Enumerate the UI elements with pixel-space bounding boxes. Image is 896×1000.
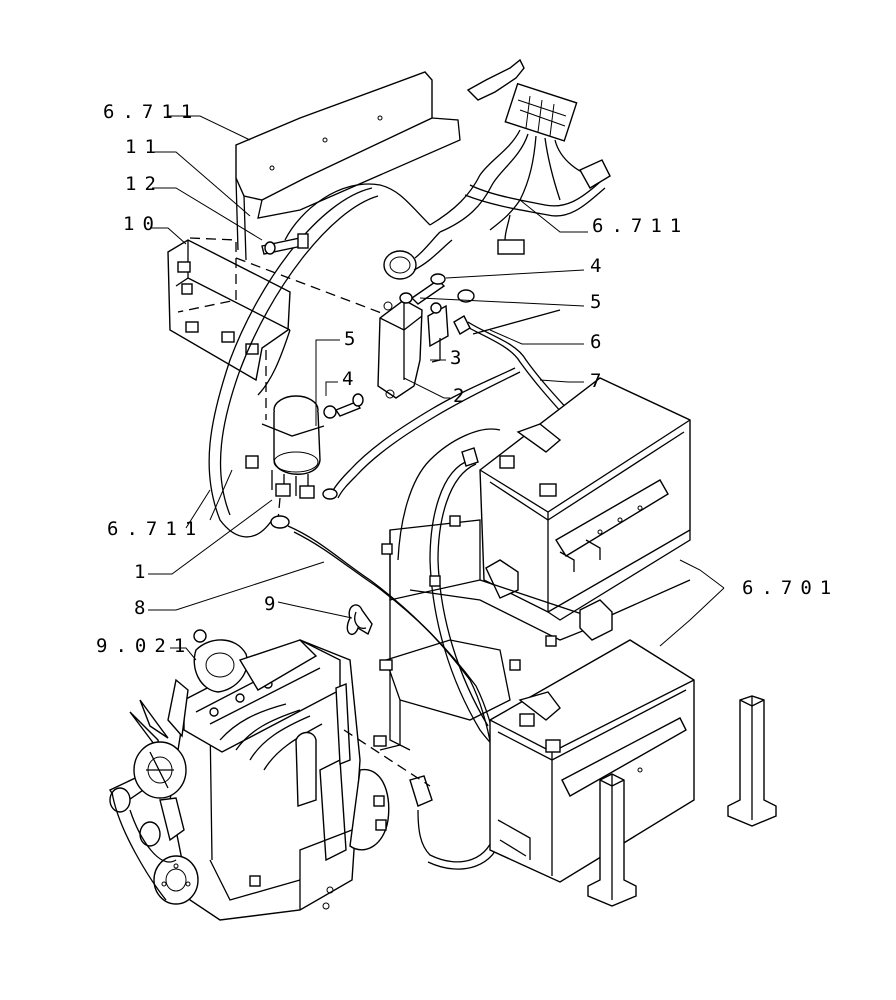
label-11: 11 <box>125 136 164 158</box>
label-7: 7 <box>590 370 601 392</box>
label-5-left: 5 <box>344 328 355 350</box>
wiring-harness <box>284 58 611 280</box>
label-10: 10 <box>123 213 162 235</box>
label-1: 1 <box>134 561 145 583</box>
engine <box>108 629 431 921</box>
label-6711-top: 6.711 <box>103 101 200 123</box>
reference-labels: 6.711 11 12 10 6.711 4 5 6 7 5 4 3 2 6.7… <box>96 101 839 657</box>
ground-cable <box>270 515 503 870</box>
label-3: 3 <box>450 347 461 369</box>
label-12: 12 <box>125 173 164 195</box>
label-2: 2 <box>453 385 464 407</box>
mounting-bracket <box>235 71 461 261</box>
battery-tray <box>373 515 691 751</box>
relay-module <box>377 299 449 399</box>
fasteners <box>261 233 475 419</box>
label-9021: 9.021 <box>96 635 193 657</box>
label-4-left: 4 <box>342 368 353 390</box>
label-4-upper: 4 <box>590 255 601 277</box>
battery-lower <box>489 639 695 883</box>
label-6: 6 <box>590 331 601 353</box>
label-6701: 6.701 <box>742 577 839 599</box>
support-posts <box>587 695 777 907</box>
starter-solenoid <box>245 350 325 521</box>
cable-clip <box>346 604 373 636</box>
leader-lines <box>148 115 725 661</box>
loose-wires <box>208 187 401 538</box>
label-8: 8 <box>134 597 145 619</box>
label-9: 9 <box>264 593 275 615</box>
battery-upper <box>479 377 691 621</box>
label-6711-harness: 6.711 <box>592 215 689 237</box>
label-6711-left: 6.711 <box>107 518 204 540</box>
label-5-upper: 5 <box>590 291 601 313</box>
control-box <box>167 237 291 382</box>
